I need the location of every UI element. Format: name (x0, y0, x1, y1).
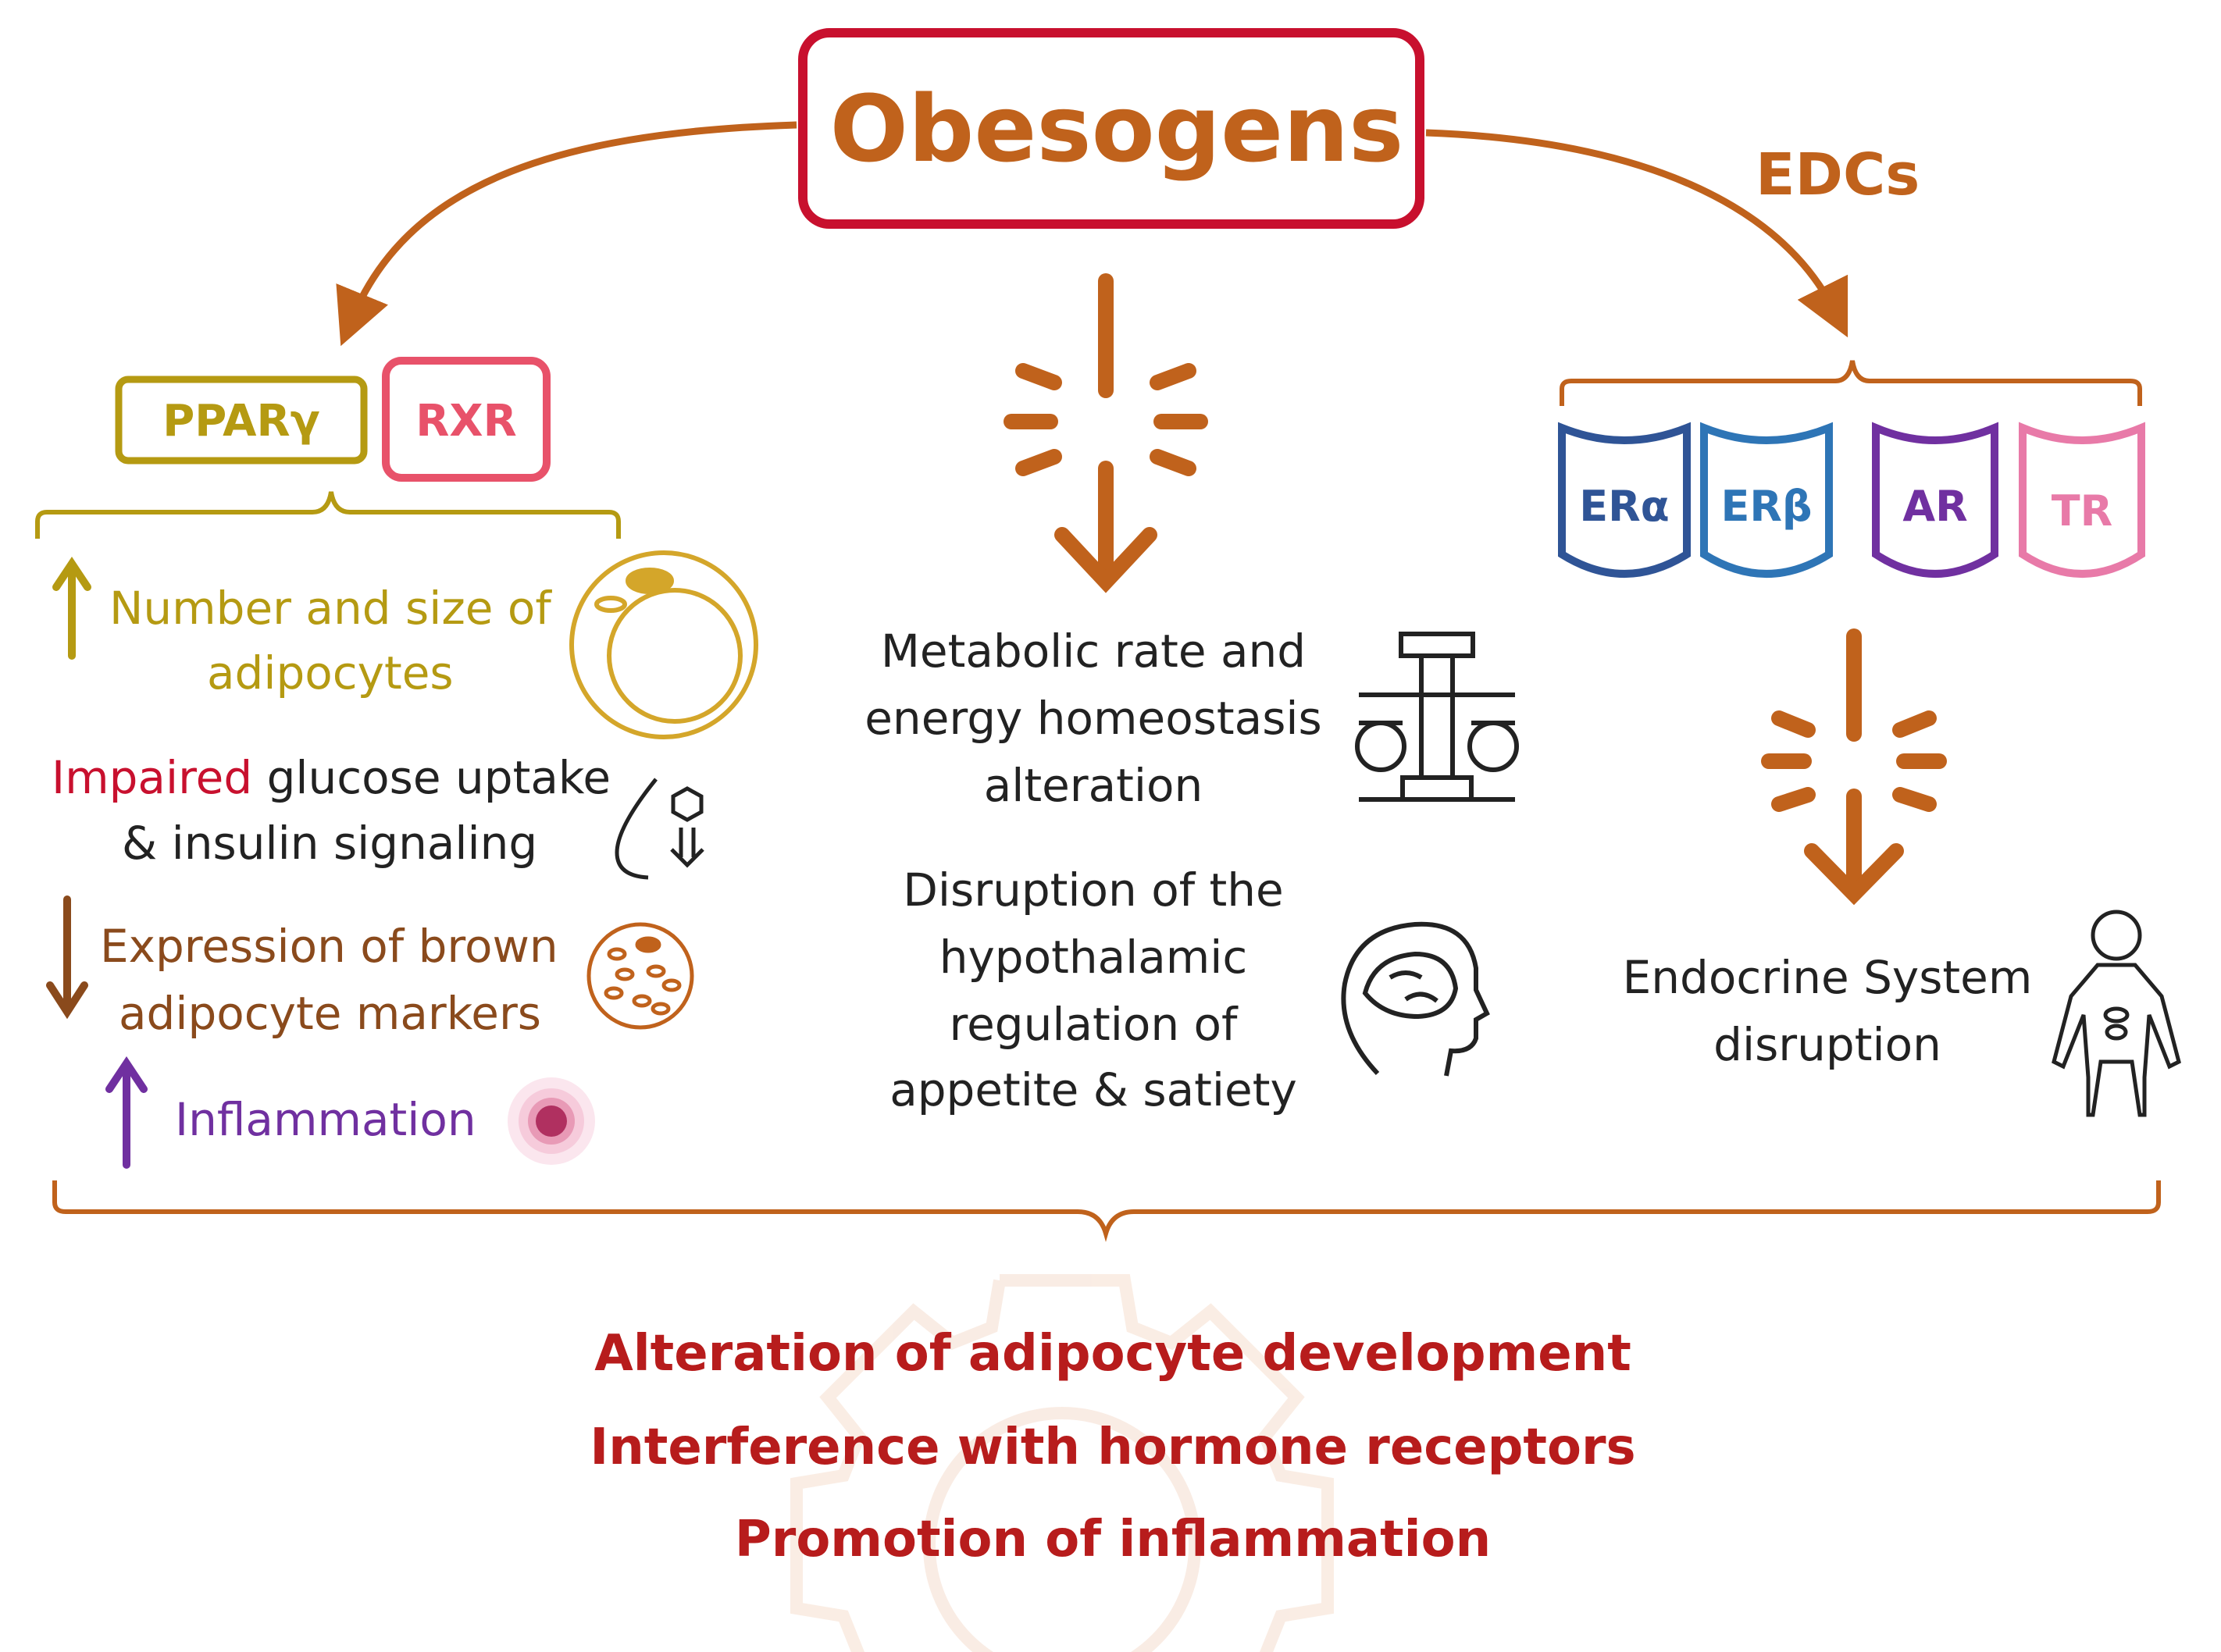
up-arrow-inflammation (105, 1056, 148, 1169)
center-burst-arrow (1004, 273, 1208, 593)
down-arrow-brown (46, 895, 88, 1020)
adipocytes-line2: adipocytes (207, 646, 454, 700)
brown-adipocyte-icon (586, 922, 694, 1030)
er-beta-label: ERβ (1720, 482, 1813, 531)
adipocyte-cell-icon (569, 550, 758, 739)
balance-scale-icon (1355, 632, 1519, 802)
right-burst-arrow (1761, 628, 1947, 906)
left-curve-arrow (336, 121, 797, 347)
hypothalamic-line4: appetite & satiety (889, 1063, 1297, 1116)
edcs-label: EDCs (1756, 141, 1920, 208)
brain-head-icon (1341, 921, 1490, 1077)
tr-label: TR (2051, 486, 2113, 536)
left-brace (35, 491, 621, 539)
glucose-line2: & insulin signaling (122, 817, 538, 870)
inflammation-icon (508, 1077, 595, 1165)
bottom-brace (52, 1180, 2161, 1242)
er-alpha-label: ERα (1579, 482, 1670, 531)
ppar-box (115, 376, 368, 465)
metabolic-line3: alteration (983, 759, 1203, 812)
tr-cylinder (2019, 422, 2145, 578)
glucose-drop-icon (615, 778, 704, 880)
ppar-label: PPARγ (162, 396, 320, 447)
obesogens-box (798, 28, 1424, 229)
er-beta-cylinder (1700, 422, 1833, 578)
human-body-icon (2052, 910, 2181, 1117)
metabolic-line2: energy homeostasis (865, 692, 1322, 745)
outcome-1: Alteration of adipocyte development (594, 1325, 1631, 1383)
brown-line1: Expression of brown (100, 920, 558, 973)
brown-line2: adipocyte markers (119, 987, 542, 1040)
metabolic-line1: Metabolic rate and (880, 625, 1307, 678)
hypothalamic-line1: Disruption of the (903, 863, 1284, 917)
obesogens-title: Obesogens (829, 75, 1404, 183)
outcome-2: Interference with hormone receptors (590, 1419, 1636, 1476)
right-brace (1560, 360, 2142, 406)
er-alpha-cylinder (1558, 422, 1691, 578)
up-arrow-adipocytes (52, 556, 91, 660)
hypothalamic-line2: hypothalamic (939, 931, 1248, 984)
ar-label: AR (1902, 482, 1968, 531)
glucose-line1: Impaired glucose uptake (52, 751, 611, 806)
glucose-rest: glucose uptake (252, 751, 611, 804)
inflammation-label: Inflammation (175, 1093, 476, 1146)
impaired-word: Impaired (52, 751, 253, 804)
rxr-label: RXR (415, 396, 517, 447)
hypothalamic-line3: regulation of (949, 998, 1238, 1051)
outcome-3: Promotion of inflammation (734, 1511, 1492, 1568)
endocrine-line1: Endocrine System (1622, 951, 2033, 1004)
adipocytes-line1: Number and size of (109, 582, 551, 635)
rxr-box (382, 357, 551, 482)
gear-icon (790, 1274, 1334, 1652)
right-curve-arrow (1425, 129, 1848, 338)
endocrine-line2: disruption (1713, 1018, 1941, 1071)
ar-cylinder (1872, 422, 1998, 578)
